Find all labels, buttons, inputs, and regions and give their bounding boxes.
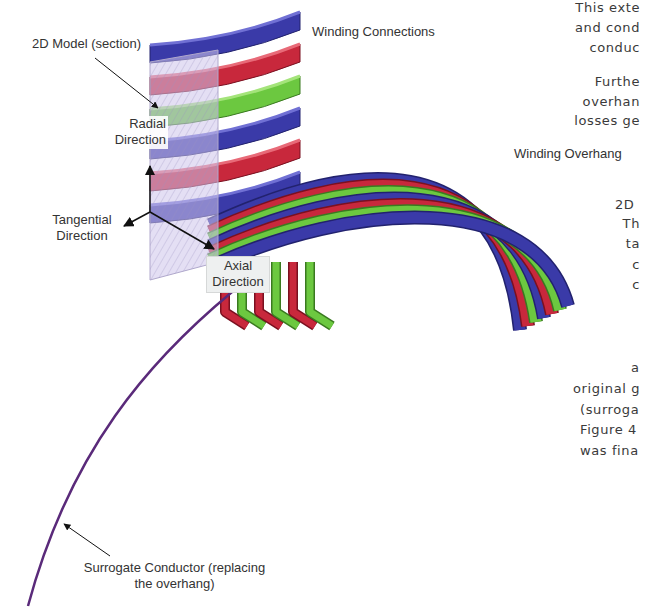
part-label: Winding Connections [310, 24, 437, 40]
axis-label: Tangential Direction [44, 212, 120, 245]
leader-line [95, 58, 158, 108]
text-fragment: 2D [613, 197, 636, 213]
hook-outline [310, 262, 332, 326]
text-fragment: Figure 4 [578, 422, 639, 438]
leader-line [64, 524, 110, 556]
text-fragment: ta [624, 236, 642, 252]
tangential-axis [124, 212, 150, 226]
text-fragment: and cond [573, 20, 642, 36]
radial-axis [149, 166, 151, 212]
text-fragment: This exte [573, 0, 642, 16]
text-fragment: original g [571, 381, 642, 397]
connection-edge [150, 12, 300, 45]
part-label: Winding Overhang [512, 146, 624, 162]
surrogate-conductor [28, 292, 232, 606]
plane-fill [150, 50, 218, 280]
axial-axis [150, 212, 214, 249]
winding-overhang [210, 179, 568, 330]
plane-hatch [150, 50, 218, 280]
part-label: Surrogate Conductor (replacing the overh… [80, 560, 269, 593]
text-fragment: c [630, 277, 642, 293]
text-fragment: Furthe [593, 74, 642, 90]
text-fragment: (surroga [578, 402, 641, 418]
text-fragment: conduc [587, 40, 642, 56]
part-label: 2D Model (section) [30, 36, 143, 52]
text-fragment: Th [621, 216, 642, 232]
text-fragment: c [630, 257, 642, 273]
text-fragment: losses ge [572, 113, 642, 129]
hook [310, 262, 332, 326]
axis-label: Radial Direction [102, 116, 168, 149]
axes [124, 166, 214, 249]
text-fragment: a [629, 360, 642, 376]
text-fragment: overhan [581, 94, 642, 110]
section-plane [150, 50, 218, 280]
text-fragment: was fina [578, 443, 641, 459]
axis-label: Axial Direction [206, 256, 270, 293]
